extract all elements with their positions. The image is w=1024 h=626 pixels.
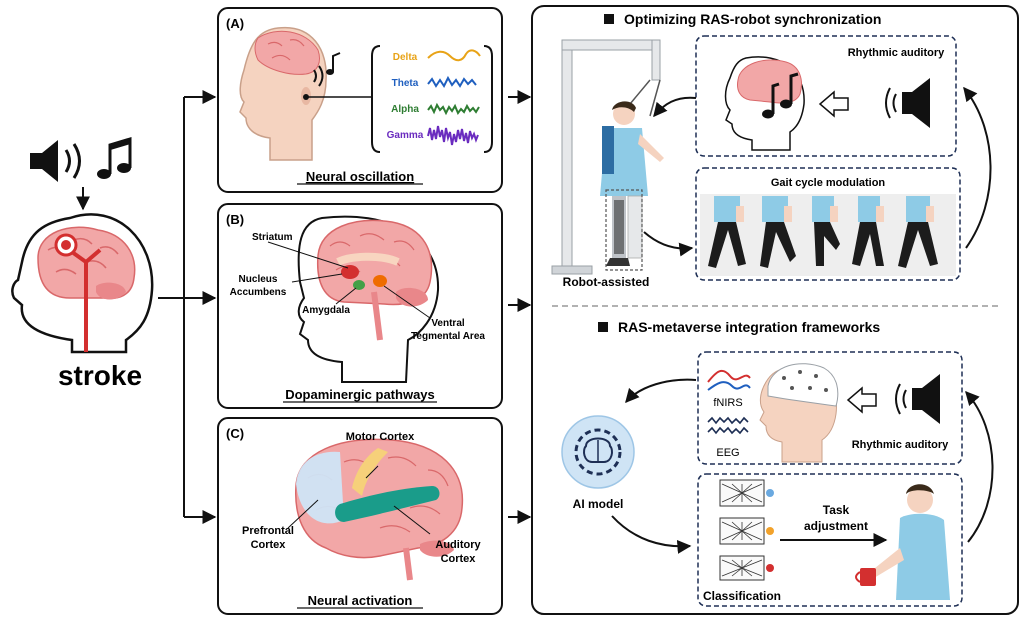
vta-marker	[373, 275, 387, 287]
network-2	[719, 517, 774, 545]
delta-wave	[427, 49, 481, 62]
nucleus-label-line2: Accumbens	[230, 287, 287, 298]
stroke-label: stroke	[58, 360, 142, 391]
ai-model-label: AI model	[573, 497, 624, 511]
signals-to-ai-arrow	[625, 378, 697, 404]
vta-label-line2: Tegmental Area	[411, 331, 485, 342]
top-title-bullet	[604, 14, 614, 24]
music-note-icon	[97, 136, 132, 179]
wave-traces	[427, 49, 481, 146]
robot-patient	[600, 101, 664, 266]
gait-figure-2	[760, 196, 796, 268]
theta-wave	[427, 75, 477, 88]
ai-model-icon	[561, 415, 635, 489]
panel-b-brain	[316, 219, 433, 341]
panel-a-letter: (A)	[226, 16, 244, 31]
nucleus-label-line1: Nucleus	[239, 274, 278, 285]
stroke-branch-connector	[158, 90, 217, 524]
auditory-label-line2: Cortex	[441, 553, 477, 565]
vta-label-line1: Ventral	[431, 318, 465, 329]
panel-c-caption: Neural activation	[308, 593, 413, 608]
eeg-cap-head	[759, 363, 839, 463]
panel-b-leaders	[267, 241, 431, 319]
amygdala-label: Amygdala	[302, 305, 350, 316]
motor-label: Motor Cortex	[346, 431, 415, 443]
top-hollow-arrow-icon	[818, 90, 849, 118]
amygdala-marker	[353, 280, 365, 290]
auditory-label-line1: Auditory	[435, 539, 481, 551]
robot-gantry	[551, 39, 661, 275]
brainstem-vessel	[70, 248, 102, 352]
panel-b-caption: Dopaminergic pathways	[285, 387, 435, 402]
top-rhythmic-head	[724, 56, 805, 151]
bottom-hollow-arrow-icon	[846, 386, 877, 414]
panel-b-letter: (B)	[226, 212, 244, 227]
wave-bracket	[371, 45, 493, 153]
fnirs-signal	[707, 369, 751, 391]
bottom-speaker-icon	[895, 374, 940, 424]
striatum-marker	[341, 265, 359, 279]
gait-feedback-arrow	[963, 86, 992, 249]
bottom-title-bullet	[598, 322, 608, 332]
stroke-lesion	[54, 233, 78, 257]
gait-figure-1	[708, 196, 746, 268]
cup-user-figure	[855, 484, 950, 600]
gait-figure-3	[812, 196, 840, 266]
top-speaker-icon	[885, 78, 930, 128]
panel-a-head	[239, 26, 327, 161]
delta-label: Delta	[393, 52, 418, 63]
auditory-region	[335, 486, 440, 522]
network-3	[719, 555, 774, 581]
eeg-label: EEG	[716, 447, 739, 459]
theta-label: Theta	[392, 78, 419, 89]
gait-figure-4	[852, 196, 884, 266]
audio-to-patient-arrow	[653, 96, 697, 118]
panel-a-sound-icon	[313, 52, 341, 87]
gamma-wave	[427, 125, 479, 146]
task-label-line1: Task	[823, 503, 850, 517]
fnirs-label: fNIRS	[713, 397, 742, 409]
wave-labels: Delta Theta Alpha Gamma	[387, 52, 424, 141]
bottom-section-title: RAS-metaverse integration frameworks	[618, 319, 880, 335]
leg-focus-box	[605, 189, 643, 271]
prefrontal-label-line2: Cortex	[251, 539, 287, 551]
top-rhythmic-label: Rhythmic auditory	[848, 47, 945, 59]
panel-c-leaders	[287, 465, 431, 535]
gait-label: Gait cycle modulation	[771, 177, 886, 189]
speaker-icon	[30, 140, 81, 182]
prefrontal-label-line1: Prefrontal	[242, 525, 294, 537]
panel-a-caption: Neural oscillation	[306, 169, 414, 184]
ai-to-classification-arrow	[611, 515, 692, 554]
striatum-label: Striatum	[252, 232, 293, 243]
task-label-line2: adjustment	[804, 519, 868, 533]
gait-figure-5	[898, 196, 938, 268]
motor-region	[352, 448, 388, 496]
top-music-notes-icon	[762, 72, 799, 119]
panel-c-letter: (C)	[226, 426, 244, 441]
prefrontal-region	[296, 451, 344, 524]
leg-to-gait-arrow	[643, 231, 694, 257]
gamma-label: Gamma	[387, 130, 424, 141]
network-1	[719, 479, 774, 507]
alpha-label: Alpha	[391, 104, 419, 115]
top-section-title: Optimizing RAS-robot synchronization	[624, 11, 881, 27]
robot-assisted-label: Robot-assisted	[563, 275, 650, 289]
classification-label: Classification	[703, 589, 781, 603]
bottom-rhythmic-label: Rhythmic auditory	[852, 439, 949, 451]
task-feedback-arrow	[965, 390, 994, 543]
alpha-wave	[427, 102, 480, 116]
eeg-signal	[707, 416, 749, 435]
